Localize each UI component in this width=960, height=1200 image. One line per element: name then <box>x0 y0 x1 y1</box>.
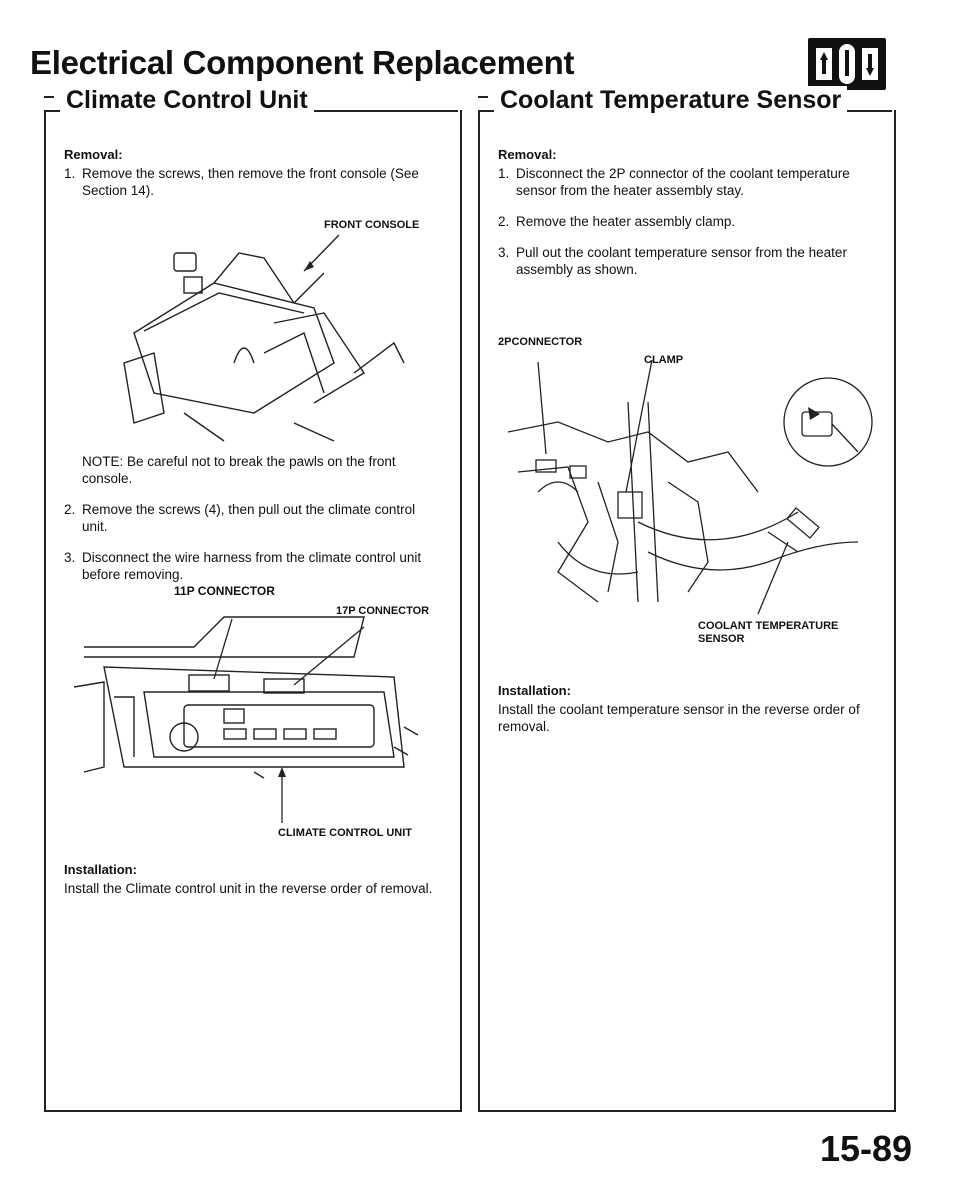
climate-removal-label: Removal: <box>64 147 123 162</box>
step-text: Pull out the coolant temperature sensor … <box>516 245 847 277</box>
coolant-sensor-illustration <box>507 359 873 615</box>
front-console-label: FRONT CONSOLE <box>324 219 420 231</box>
step-text: Remove the screws, then remove the front… <box>82 166 419 198</box>
step-text: Disconnect the wire harness from the cli… <box>82 550 422 582</box>
step-text: Disconnect the 2P connector of the coola… <box>516 166 850 198</box>
climate-control-section: Climate Control Unit Removal: 1. Remove … <box>44 86 462 1116</box>
17p-connector-label: 17P CONNECTOR <box>336 605 430 617</box>
step-number: 1. <box>498 166 510 181</box>
step-text: Remove the heater assembly clamp. <box>516 214 736 229</box>
coolant-installation-text: Install the coolant temperature sensor i… <box>498 702 860 734</box>
coolant-step-3: 3. Pull out the coolant temperature sens… <box>498 244 878 278</box>
step-number: 2. <box>64 502 76 517</box>
page-number: 15-89 <box>820 1128 913 1169</box>
front-console-illustration <box>123 234 405 442</box>
front-console-figure: FRONT CONSOLE <box>64 213 444 443</box>
coolant-step-1: 1. Disconnect the 2P connector of the co… <box>498 165 878 199</box>
climate-control-unit-label: CLIMATE CONTROL UNIT <box>278 827 413 839</box>
coolant-section-title: Coolant Temperature Sensor <box>494 86 848 115</box>
step-text: Remove the screws (4), then pull out the… <box>82 502 416 534</box>
climate-section-title: Climate Control Unit <box>60 86 314 115</box>
step-number: 3. <box>498 245 510 260</box>
11p-connector-label: 11P CONNECTOR <box>174 584 275 598</box>
2p-connector-label: 2PCONNECTOR <box>498 336 583 348</box>
coolant-sensor-label-line1: COOLANT TEMPERATURE <box>698 620 839 632</box>
climate-unit-figure: 11P CONNECTOR 17P CONNECTOR CLIMATE CONT… <box>64 584 444 839</box>
coolant-installation-label: Installation: <box>498 683 571 698</box>
coolant-removal-label: Removal: <box>498 147 557 162</box>
climate-step-3: 3. Disconnect the wire harness from the … <box>64 549 444 583</box>
climate-note: NOTE: Be careful not to break the pawls … <box>82 454 396 486</box>
step-number: 2. <box>498 214 510 229</box>
coolant-temperature-section: Coolant Temperature Sensor Removal: 1. D… <box>478 86 896 1116</box>
clamp-label: CLAMP <box>644 354 684 366</box>
climate-installation-text: Install the Climate control unit in the … <box>64 881 433 896</box>
coolant-sensor-figure: 2PCONNECTOR CLAMP COOLANT TEMPERATURE SE… <box>498 336 878 652</box>
climate-control-unit-illustration <box>73 616 419 823</box>
climate-step-1: 1. Remove the screws, then remove the fr… <box>64 165 444 199</box>
coolant-step-2: 2. Remove the heater assembly clamp. <box>498 213 878 230</box>
step-number: 1. <box>64 166 76 181</box>
coolant-sensor-label-line2: SENSOR <box>698 633 745 645</box>
step-number: 3. <box>64 550 76 565</box>
section-icon <box>808 38 886 90</box>
climate-step-2: 2. Remove the screws (4), then pull out … <box>64 501 444 535</box>
climate-installation-label: Installation: <box>64 862 137 877</box>
page-title: Electrical Component Replacement <box>30 44 575 81</box>
